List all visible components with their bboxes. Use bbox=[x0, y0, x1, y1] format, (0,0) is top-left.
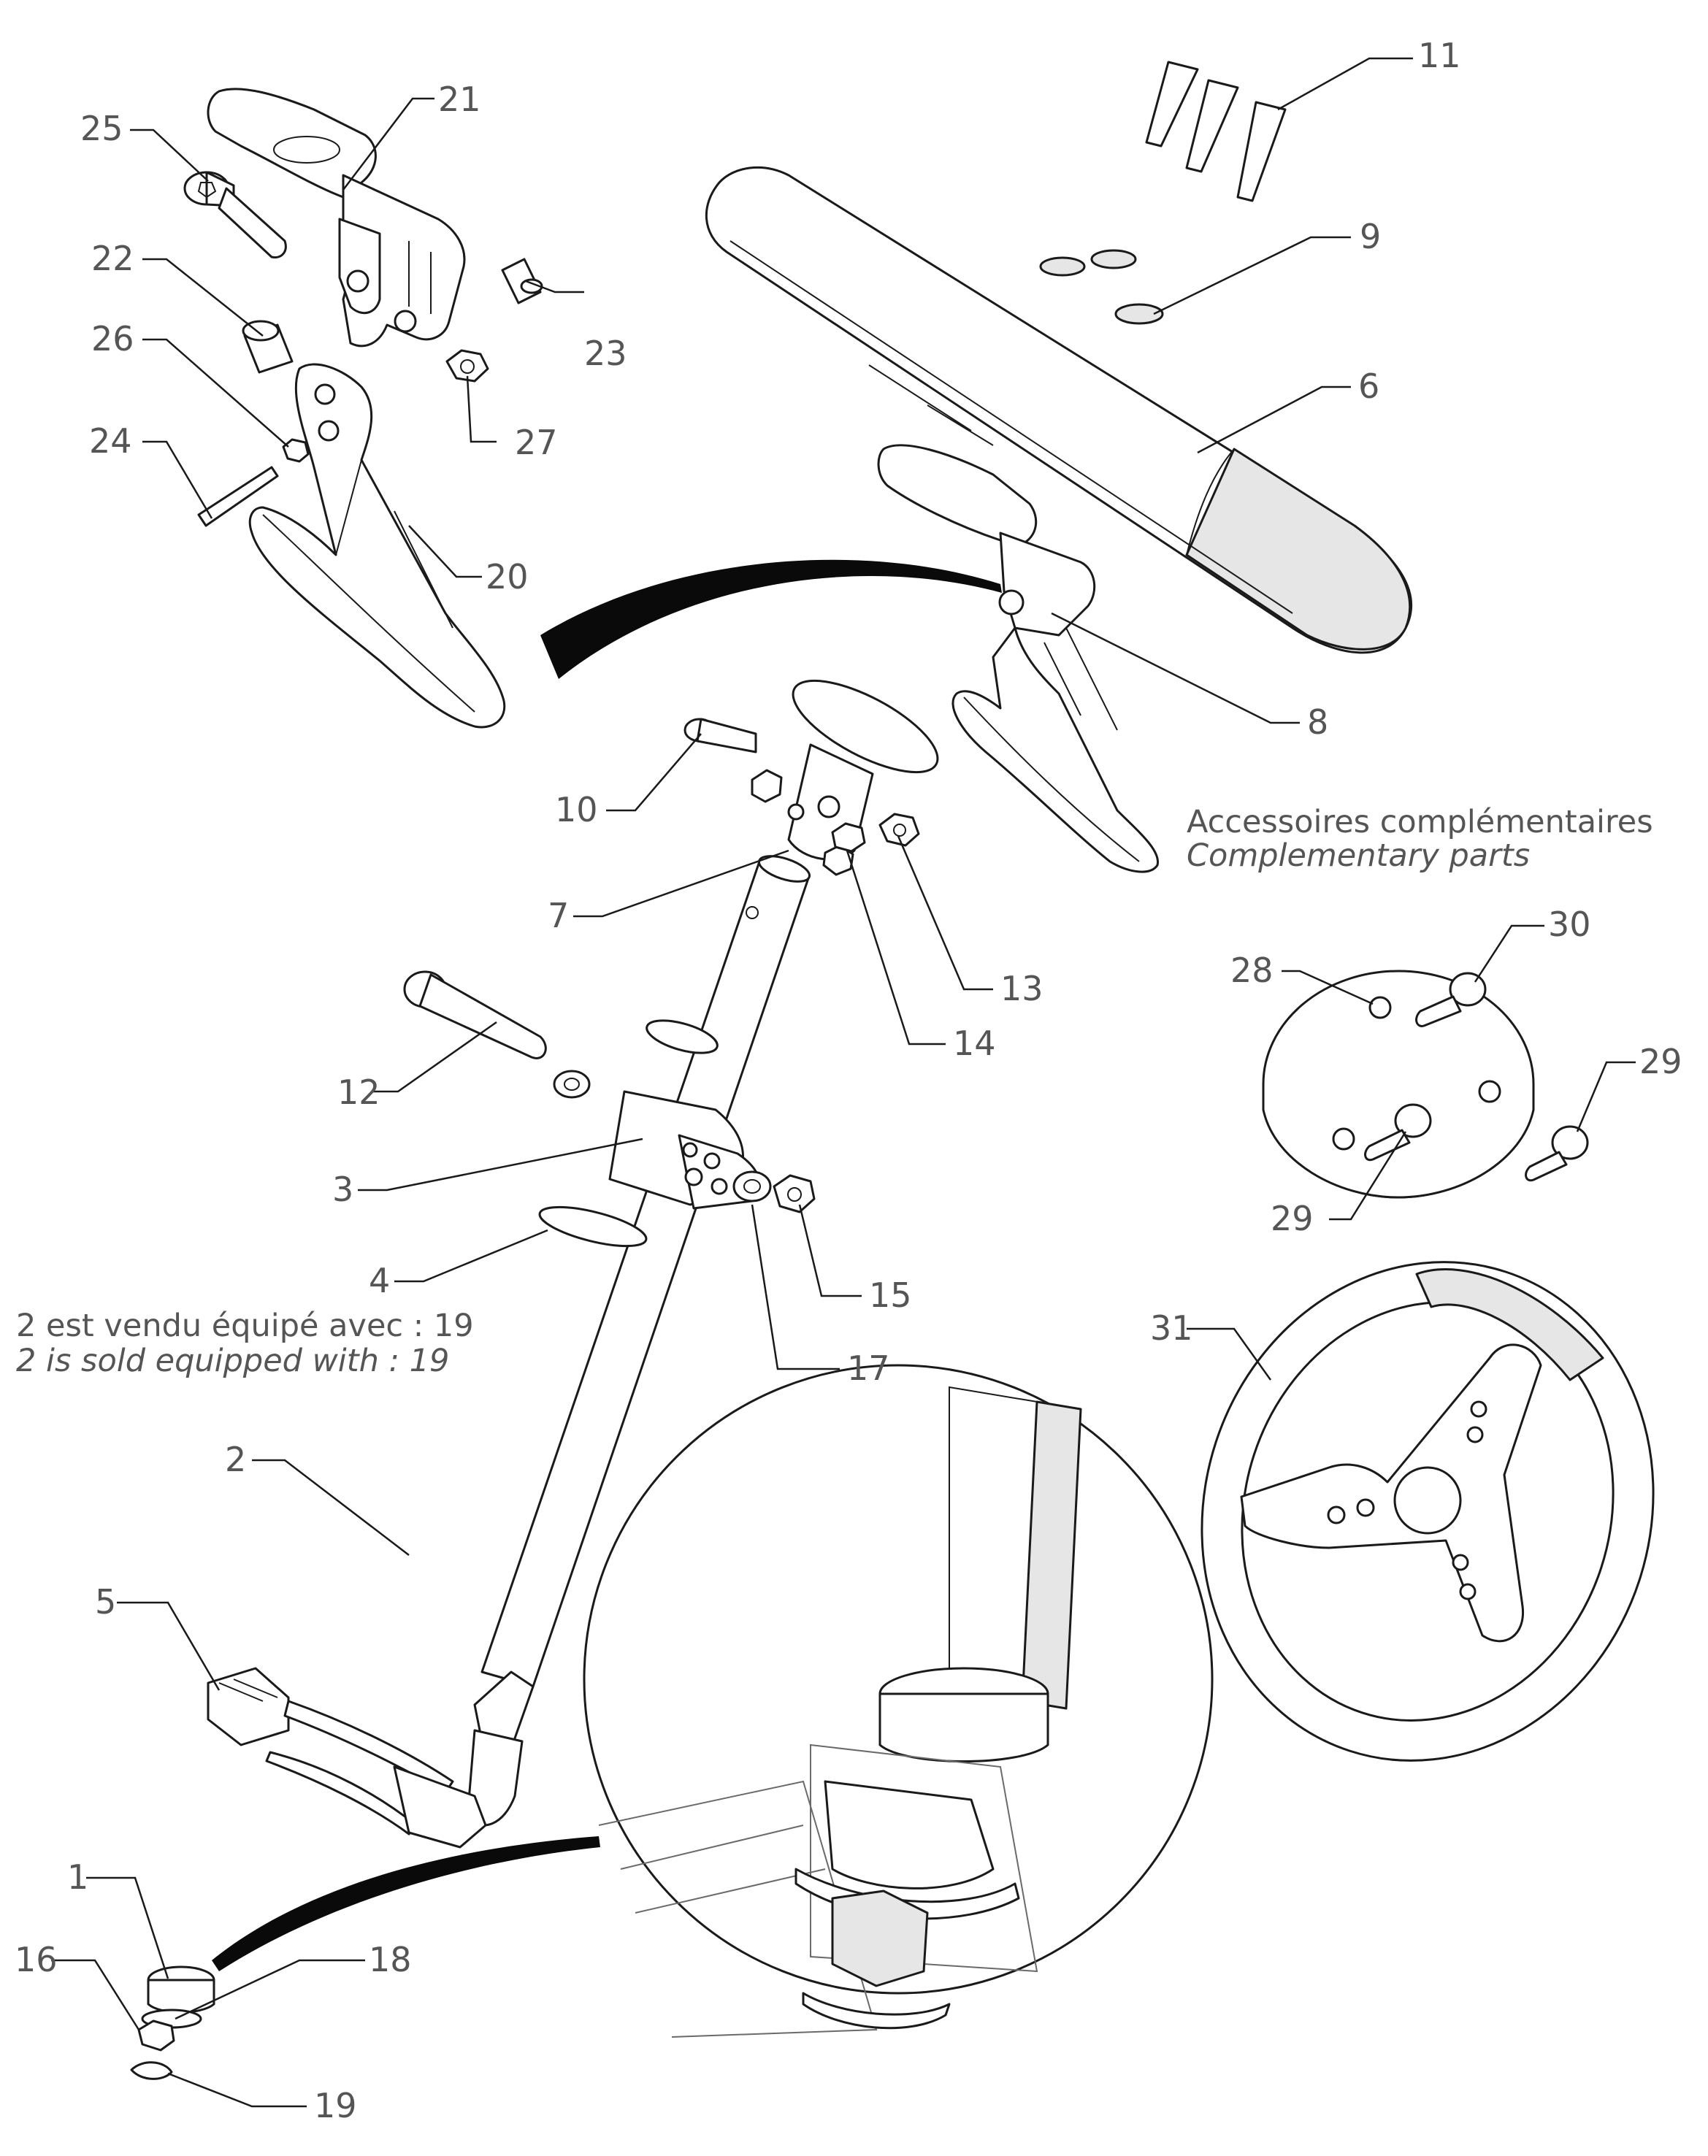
column-clamp-part-3 bbox=[608, 1090, 761, 1210]
callout-4: 4 bbox=[369, 1261, 390, 1300]
callout-25: 25 bbox=[80, 109, 123, 148]
callout-31: 31 bbox=[1150, 1308, 1193, 1348]
grip-handle-part-6 bbox=[705, 166, 1413, 654]
callout-21: 21 bbox=[438, 80, 481, 119]
clip-part-19 bbox=[130, 2061, 173, 2080]
callout-20: 20 bbox=[486, 557, 529, 596]
callout-3: 3 bbox=[332, 1170, 353, 1209]
bottom-bearing-part-1 bbox=[147, 1965, 215, 2014]
callout-10: 10 bbox=[555, 790, 598, 829]
callout-17: 17 bbox=[847, 1349, 890, 1388]
callout-1: 1 bbox=[67, 1857, 88, 1897]
callout-5: 5 bbox=[95, 1582, 116, 1622]
callout-11: 11 bbox=[1418, 36, 1461, 75]
callout-12: 12 bbox=[337, 1073, 380, 1112]
callout-8: 8 bbox=[1307, 702, 1328, 742]
sold-with-note-fr: 2 est vendu équipé avec : 19 bbox=[16, 1308, 474, 1344]
mount-part-5 bbox=[207, 1667, 487, 1849]
bushing-part-22 bbox=[242, 320, 294, 374]
paddle-part-8 bbox=[877, 444, 1160, 873]
nut-part-26 bbox=[282, 438, 310, 463]
washer-part-17 bbox=[732, 1170, 772, 1202]
accessories-note-en: Complementary parts bbox=[1187, 837, 1530, 874]
spacer-part-23 bbox=[501, 258, 543, 304]
callout-16: 16 bbox=[15, 1940, 58, 1979]
callout-13: 13 bbox=[1000, 969, 1043, 1008]
callout-14: 14 bbox=[953, 1024, 996, 1063]
callout-numbers: 25 21 22 26 24 23 27 20 11 9 6 8 10 7 13… bbox=[15, 36, 1682, 2125]
washer-near-12 bbox=[553, 1070, 591, 1099]
nut-part-13 bbox=[878, 813, 920, 847]
nut-part-16 bbox=[137, 2019, 175, 2052]
steering-wheel-part-31 bbox=[1200, 1261, 1655, 1762]
bolt-part-30 bbox=[1415, 972, 1487, 1027]
nut-part-14 bbox=[831, 822, 866, 853]
callout-6: 6 bbox=[1358, 367, 1379, 406]
bolt-part-10 bbox=[683, 718, 757, 753]
sold-with-note-en: 2 is sold equipped with : 19 bbox=[16, 1343, 449, 1379]
steering-column-part-2 bbox=[466, 855, 811, 1827]
collar-part-4 bbox=[538, 1019, 719, 1248]
callout-29-right: 29 bbox=[1639, 1042, 1682, 1081]
bolt-part-29-right bbox=[1525, 1125, 1589, 1182]
accessories-note-fr: Accessoires complémentaires bbox=[1187, 804, 1653, 840]
connector-arc-bottom bbox=[212, 1836, 600, 1971]
paddle-part-20 bbox=[248, 363, 506, 729]
paddle-bracket-part-21 bbox=[207, 88, 466, 348]
callout-9: 9 bbox=[1360, 217, 1381, 256]
shoulder-bolt-part-25 bbox=[183, 171, 287, 259]
callout-28: 28 bbox=[1230, 951, 1274, 990]
callout-26: 26 bbox=[91, 319, 134, 358]
callout-23: 23 bbox=[584, 334, 627, 373]
callout-15: 15 bbox=[869, 1275, 912, 1315]
screws-part-11 bbox=[1145, 61, 1287, 202]
bolt-part-29-lower bbox=[1364, 1103, 1432, 1162]
nut-part-15 bbox=[773, 1174, 816, 1213]
callout-24: 24 bbox=[89, 421, 132, 461]
callout-22: 22 bbox=[91, 239, 134, 278]
callout-7: 7 bbox=[548, 896, 569, 935]
pin-part-24 bbox=[197, 466, 279, 527]
boss-disc-part-28 bbox=[1262, 970, 1535, 1199]
callout-2: 2 bbox=[225, 1440, 246, 1479]
callout-27: 27 bbox=[515, 423, 558, 462]
callout-29-lower: 29 bbox=[1271, 1199, 1314, 1238]
callout-19: 19 bbox=[314, 2086, 357, 2125]
connector-arc-top bbox=[540, 559, 1002, 679]
callout-30: 30 bbox=[1548, 905, 1591, 944]
leader-lines bbox=[51, 57, 1636, 2108]
callout-18: 18 bbox=[369, 1940, 412, 1979]
washers-part-9 bbox=[1039, 249, 1164, 325]
long-bolt-part-12 bbox=[403, 970, 547, 1059]
detail-magnifier bbox=[583, 1364, 1214, 2038]
nut-part-27 bbox=[445, 349, 489, 383]
